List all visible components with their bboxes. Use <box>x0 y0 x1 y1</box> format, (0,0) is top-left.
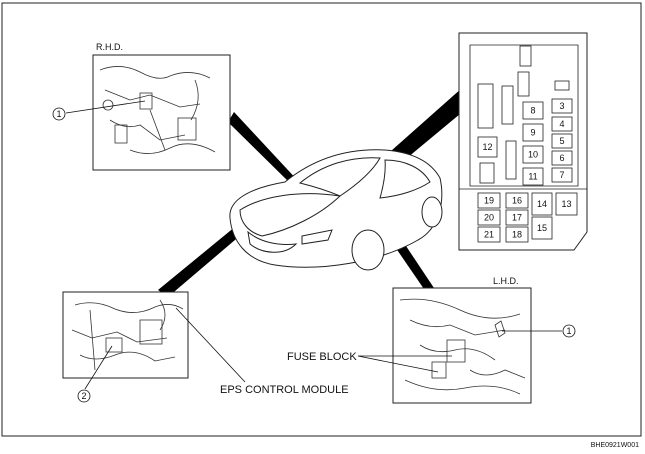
relay-slot-d <box>519 45 532 67</box>
fuse-18-label: 18 <box>512 230 522 240</box>
fuse-5 <box>551 133 573 149</box>
fuse-14 <box>531 192 553 216</box>
callout-2-number: 2 <box>81 391 86 401</box>
fuse-15 <box>531 216 553 240</box>
car-grille <box>247 230 298 253</box>
fuse-8-label: 8 <box>530 106 535 116</box>
callout-1-lhd-number: 1 <box>566 326 571 336</box>
callout-1-lhd-circle <box>562 324 576 338</box>
relay-slot-e <box>517 71 530 97</box>
fuse-box-inset: 12 8 9 10 11 3 4 5 6 7 19 20 21 16 17 18 <box>458 32 588 251</box>
fuse-16-label: 16 <box>512 196 522 206</box>
callout-1-rhd-circle <box>52 107 66 121</box>
fuse-block-label: FUSE BLOCK <box>287 351 357 363</box>
relay-slot-b <box>501 85 514 125</box>
fuse-12-label: 12 <box>482 142 492 152</box>
eps-module-label: EPS CONTROL MODULE <box>220 384 349 396</box>
fuse-10 <box>522 145 544 164</box>
fuse-8 <box>522 101 544 120</box>
outer-frame <box>1 2 642 437</box>
fuse-10-label: 10 <box>528 150 538 160</box>
fuse-14-label: 14 <box>537 199 547 209</box>
lhd-label: L.H.D. <box>493 276 519 286</box>
rhd-inset <box>92 54 231 171</box>
fuse-11 <box>522 167 544 186</box>
fuse-5-label: 5 <box>559 136 564 146</box>
fuse-13-label: 13 <box>561 199 571 209</box>
fuse-21 <box>477 226 501 243</box>
fuse-12 <box>477 136 498 158</box>
fuse-3 <box>551 98 573 114</box>
relay-slot-g <box>479 162 495 184</box>
fuse-21-label: 21 <box>484 230 494 240</box>
car-illustration <box>229 149 443 271</box>
fuse-11-label: 11 <box>528 172 537 182</box>
fuse-6 <box>551 150 573 166</box>
fuse-box-upper-housing <box>469 44 579 187</box>
fuse-17-label: 17 <box>512 213 522 223</box>
car-rear-wheel <box>421 196 443 228</box>
callout-line-1-rhd <box>65 100 146 114</box>
car-side-window <box>379 159 431 199</box>
fuse-7-label: 7 <box>559 170 564 180</box>
fuse-9-label: 9 <box>530 128 535 138</box>
fuse-7 <box>551 167 573 183</box>
fuse-20-label: 20 <box>484 213 494 223</box>
fuse-block-leader-lower <box>357 355 439 373</box>
fuse-4-label: 4 <box>559 119 564 129</box>
lhd-inset <box>392 287 532 404</box>
rhd-inset-frame <box>92 54 231 171</box>
rhd-label: R.H.D. <box>96 42 123 52</box>
eps-leader-line <box>175 307 246 383</box>
car-hood <box>239 193 342 237</box>
car-windshield <box>298 157 381 197</box>
fuse-9 <box>522 123 544 142</box>
fuse-19-label: 19 <box>484 196 494 206</box>
fuse-13 <box>555 192 578 216</box>
eps-inset-frame <box>62 291 189 379</box>
wedge-eps <box>158 226 242 297</box>
relay-slot-f <box>554 80 570 91</box>
wedge-rhd <box>228 112 300 187</box>
fuse-18 <box>505 226 529 243</box>
fuse-15-label: 15 <box>537 223 547 233</box>
relay-slot-a <box>477 83 494 129</box>
car-front-wheel <box>351 229 385 271</box>
fuse-20 <box>477 209 501 226</box>
fuse-17 <box>505 209 529 226</box>
fuse-19 <box>477 192 501 209</box>
callout-1-rhd-number: 1 <box>56 109 61 119</box>
lhd-inset-frame <box>392 287 532 404</box>
fuse-6-label: 6 <box>559 153 564 163</box>
figure-code: BHE0921W001 <box>591 442 639 449</box>
car-headlight <box>301 229 333 245</box>
relay-slot-c <box>505 140 517 180</box>
fuse-16 <box>505 192 529 209</box>
fuse-3-label: 3 <box>559 101 564 111</box>
callout-line-2 <box>84 345 113 390</box>
callout-2-circle <box>77 389 91 403</box>
fuse-4 <box>551 116 573 132</box>
eps-inset <box>62 291 189 379</box>
